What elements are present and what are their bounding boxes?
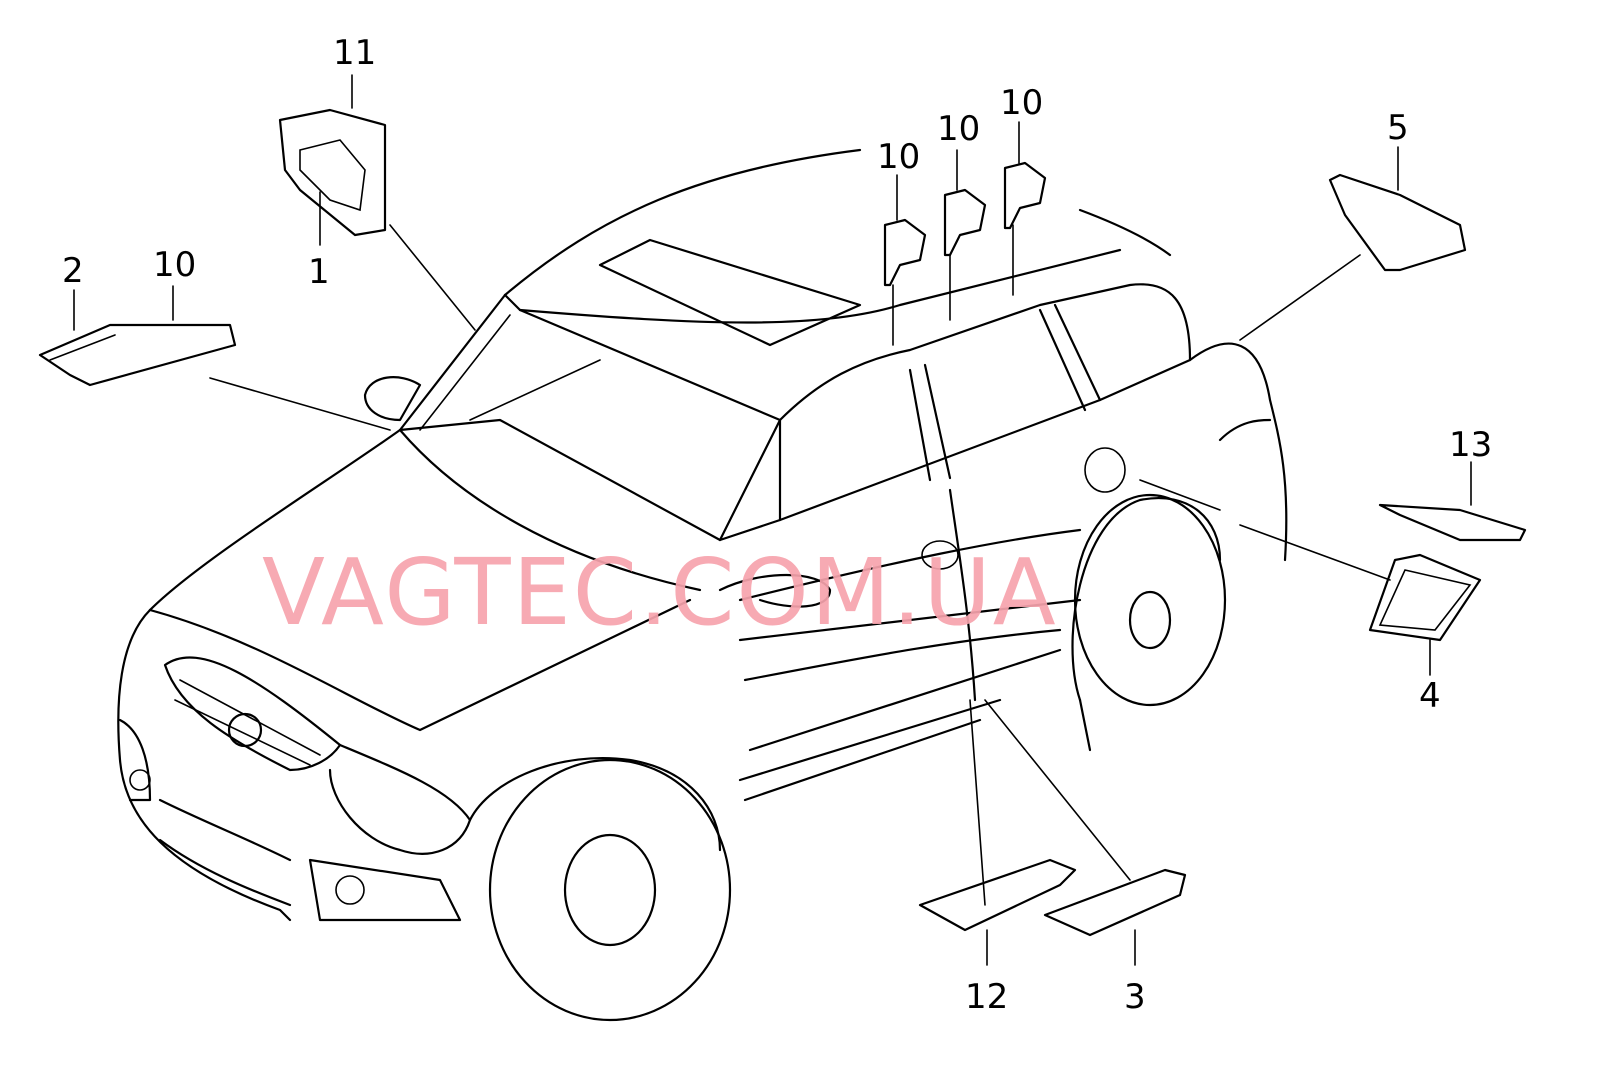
sunroof (598, 238, 862, 347)
callout-2: 2 (62, 251, 84, 291)
mirror (363, 376, 422, 422)
front-wheel (488, 758, 732, 1022)
callout-10-d: 10 (1000, 83, 1043, 123)
fuel-door (921, 540, 959, 570)
rear-wheel (1073, 493, 1227, 707)
part-13-trim (1378, 503, 1527, 542)
side-glass-frame (778, 283, 1192, 522)
vehicle-outline (117, 148, 1288, 1022)
part-3-sill (1043, 868, 1187, 937)
fog-light-right (308, 858, 462, 922)
callout-1: 1 (308, 252, 330, 292)
part-12-sill (918, 858, 1077, 932)
windshield (398, 293, 782, 542)
fog-light-left (129, 769, 151, 791)
leader-lines (73, 74, 1472, 966)
callout-4: 4 (1419, 676, 1441, 716)
callout-10-c: 10 (937, 109, 980, 149)
callout-10-a: 10 (153, 245, 196, 285)
callout-labels: 11 1 2 10 10 10 10 5 13 4 12 3 (62, 33, 1492, 1017)
part-2-10-bracket (38, 323, 237, 387)
callout-13: 13 (1449, 425, 1492, 465)
grille (163, 656, 342, 772)
hood-edge (148, 428, 402, 612)
callout-12: 12 (965, 977, 1008, 1017)
badge (227, 712, 263, 748)
part-11-1-cover (278, 108, 387, 237)
callout-3: 3 (1124, 977, 1146, 1017)
part-4-mat (1368, 553, 1482, 642)
callout-11: 11 (333, 33, 376, 73)
part-10-clips (883, 161, 1047, 287)
watermark: VAGTEC.COM.UA (262, 539, 1058, 646)
part-5-panel (1328, 173, 1467, 272)
callout-10-b: 10 (877, 137, 920, 177)
callout-5: 5 (1387, 108, 1409, 148)
